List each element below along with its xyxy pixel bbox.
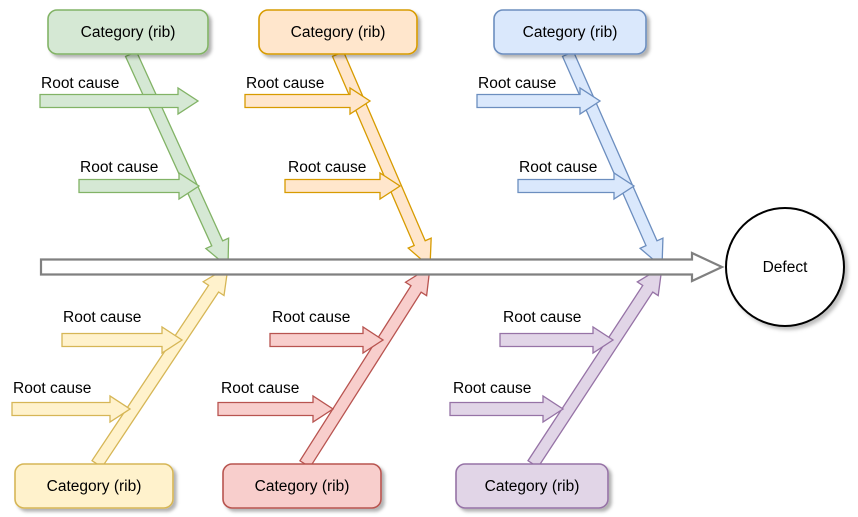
root-cause-label: Root cause bbox=[453, 380, 531, 397]
category-box-label: Category (rib) bbox=[485, 478, 580, 495]
effect-node-layer: Defect bbox=[725, 207, 845, 327]
root-cause-label: Root cause bbox=[478, 75, 556, 92]
root-cause-arrow bbox=[39, 86, 200, 116]
root-cause-purple-2[interactable]: Root cause bbox=[449, 380, 565, 424]
category-box-label: Category (rib) bbox=[47, 478, 142, 495]
root-cause-arrow bbox=[217, 394, 335, 424]
category-box-label: Category (rib) bbox=[291, 24, 386, 41]
root-cause-purple-1[interactable]: Root cause bbox=[499, 309, 615, 355]
root-cause-arrow bbox=[499, 325, 615, 355]
root-cause-arrow bbox=[244, 86, 372, 116]
category-box-shape bbox=[455, 463, 609, 509]
root-cause-label: Root cause bbox=[272, 309, 350, 326]
rib-arrow-purple[interactable] bbox=[527, 265, 663, 469]
root-cause-blue-1[interactable]: Root cause bbox=[476, 75, 602, 116]
root-cause-arrow bbox=[449, 394, 565, 424]
spine-arrow[interactable] bbox=[39, 251, 725, 283]
root-cause-arrow bbox=[269, 325, 385, 355]
root-cause-arrow bbox=[78, 171, 201, 201]
root-cause-green-1[interactable]: Root cause bbox=[39, 75, 200, 116]
root-cause-arrow bbox=[11, 394, 132, 424]
root-cause-label: Root cause bbox=[519, 159, 597, 176]
root-cause-label: Root cause bbox=[13, 380, 91, 397]
defect-circle-shape bbox=[725, 207, 845, 327]
root-cause-red-1[interactable]: Root cause bbox=[269, 309, 385, 355]
category-box-shape bbox=[222, 463, 382, 509]
category-box-shape bbox=[14, 463, 174, 509]
category-box-purple[interactable]: Category (rib) bbox=[455, 463, 609, 509]
defect-node[interactable]: Defect bbox=[725, 207, 845, 327]
root-cause-label: Root cause bbox=[80, 159, 158, 176]
root-cause-blue-2[interactable]: Root cause bbox=[517, 159, 636, 201]
rib-arrow-yellow[interactable] bbox=[91, 265, 229, 469]
category-box-label: Category (rib) bbox=[523, 24, 618, 41]
category-box-yellow[interactable]: Category (rib) bbox=[14, 463, 174, 509]
category-box-red[interactable]: Category (rib) bbox=[222, 463, 382, 509]
root-cause-label: Root cause bbox=[41, 75, 119, 92]
root-cause-label: Root cause bbox=[288, 159, 366, 176]
category-box-green[interactable]: Category (rib) bbox=[47, 9, 209, 55]
category-box-shape bbox=[493, 9, 647, 55]
root-cause-arrow bbox=[61, 325, 184, 355]
root-cause-yellow-2[interactable]: Root cause bbox=[11, 380, 132, 424]
root-cause-green-2[interactable]: Root cause bbox=[78, 159, 201, 201]
root-cause-red-2[interactable]: Root cause bbox=[217, 380, 335, 424]
root-cause-label: Root cause bbox=[246, 75, 324, 92]
category-boxes-layer: Category (rib) Category (rib) Category (ri… bbox=[14, 9, 647, 509]
defect-label: Defect bbox=[763, 259, 808, 276]
rib-arrow-red[interactable] bbox=[299, 265, 431, 469]
category-box-shape bbox=[258, 9, 418, 55]
category-box-shape bbox=[47, 9, 209, 55]
root-cause-arrow bbox=[517, 171, 636, 201]
root-cause-label: Root cause bbox=[221, 380, 299, 397]
spine-layer bbox=[39, 251, 725, 283]
root-cause-label: Root cause bbox=[63, 309, 141, 326]
root-cause-orange-2[interactable]: Root cause bbox=[284, 159, 402, 201]
root-cause-orange-1[interactable]: Root cause bbox=[244, 75, 372, 116]
category-box-blue[interactable]: Category (rib) bbox=[493, 9, 647, 55]
root-cause-arrow bbox=[476, 86, 602, 116]
root-cause-arrow bbox=[284, 171, 402, 201]
category-box-label: Category (rib) bbox=[81, 24, 176, 41]
category-box-orange[interactable]: Category (rib) bbox=[258, 9, 418, 55]
root-cause-label: Root cause bbox=[503, 309, 581, 326]
root-cause-yellow-1[interactable]: Root cause bbox=[61, 309, 184, 355]
category-box-label: Category (rib) bbox=[255, 478, 350, 495]
